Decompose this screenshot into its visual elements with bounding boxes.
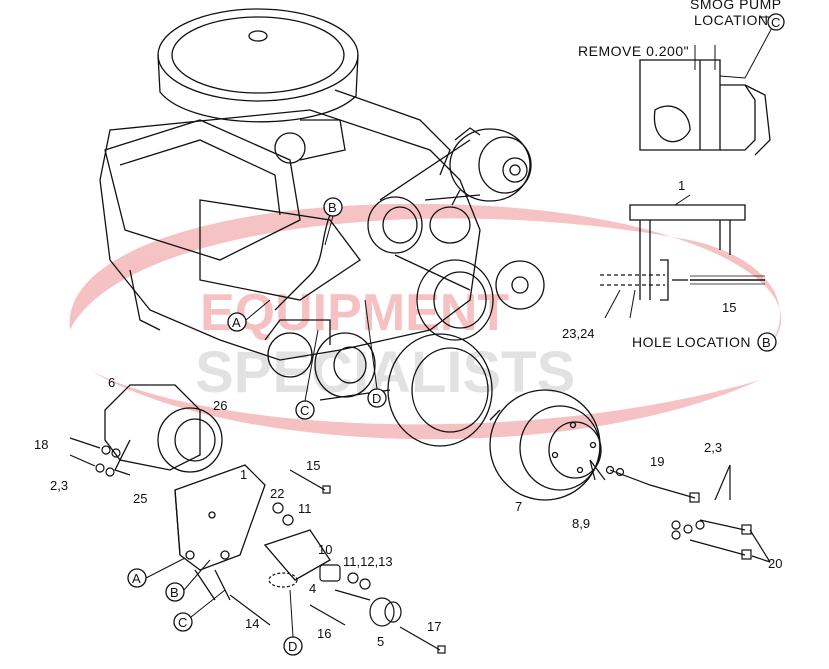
- callout-b-engine: B: [328, 200, 337, 215]
- wing-nut: [248, 30, 268, 42]
- part-17: 17: [427, 619, 441, 634]
- part-20: 20: [768, 556, 782, 571]
- part-1-top: 1: [678, 178, 685, 193]
- callout-c-top: C: [771, 15, 780, 30]
- callout-d-bracket: D: [288, 639, 297, 654]
- part-15-bracket: 15: [306, 458, 320, 473]
- part-26: 26: [213, 398, 227, 413]
- part-2-3-right: 2,3: [704, 440, 722, 455]
- smog-pump-inset: [639, 16, 780, 156]
- brace-plate: [263, 529, 331, 581]
- callout-c-bracket: C: [178, 615, 187, 630]
- callout-markers: [127, 13, 785, 656]
- valve-cover: [104, 119, 301, 261]
- hole-location-label: HOLE LOCATION: [632, 334, 751, 350]
- drive-belt: [379, 139, 481, 291]
- alternator: [449, 127, 532, 206]
- hole-location-inset: [600, 194, 765, 319]
- watermark-line1: EQUIPMENT: [200, 284, 509, 342]
- hardware: [69, 437, 771, 654]
- part-7: 7: [515, 499, 522, 514]
- part-23-24: 23,24: [562, 326, 595, 341]
- part-22: 22: [270, 486, 284, 501]
- callout-a-engine: A: [232, 315, 241, 330]
- callout-b-bracket: B: [170, 585, 179, 600]
- compressor: [104, 384, 223, 476]
- power-steering-pulley: [416, 259, 494, 341]
- part-5: 5: [377, 634, 384, 649]
- callout-d-engine: D: [372, 391, 381, 406]
- part-8-9: 8,9: [572, 516, 590, 531]
- part-25: 25: [133, 491, 147, 506]
- hose: [274, 214, 331, 311]
- engine-drawing: [99, 8, 481, 361]
- intake-manifold: [199, 199, 361, 301]
- callout-a-bracket: A: [132, 571, 141, 586]
- mounting-bracket: [174, 464, 331, 601]
- idler-pulley: [367, 196, 423, 254]
- engine-block: [99, 109, 481, 361]
- callout-c-engine: C: [300, 403, 309, 418]
- part-4: 4: [309, 581, 316, 596]
- part-10: 10: [318, 542, 332, 557]
- watermark-swoosh-lower: [90, 370, 760, 440]
- smog-pump-label-1: SMOG PUMP: [690, 0, 782, 12]
- damper-pulley: [489, 389, 602, 501]
- part-11-12-13: 11,12,13: [343, 554, 393, 569]
- part-18: 18: [34, 437, 48, 452]
- part-1-bracket: 1: [240, 467, 247, 482]
- smog-pump-label-2: LOCATION: [694, 12, 769, 28]
- part-6: 6: [108, 375, 115, 390]
- part-16: 16: [317, 626, 331, 641]
- part-19: 19: [650, 454, 664, 469]
- callout-leaders: [145, 215, 378, 638]
- callout-b-hole: B: [762, 335, 771, 350]
- part-11: 11: [298, 501, 312, 516]
- air-cleaner-lid: [157, 8, 359, 102]
- part-14: 14: [245, 616, 259, 631]
- part-15-top: 15: [722, 300, 736, 315]
- part-2-3-left: 2,3: [50, 478, 68, 493]
- remove-dimension: REMOVE 0.200": [578, 43, 689, 59]
